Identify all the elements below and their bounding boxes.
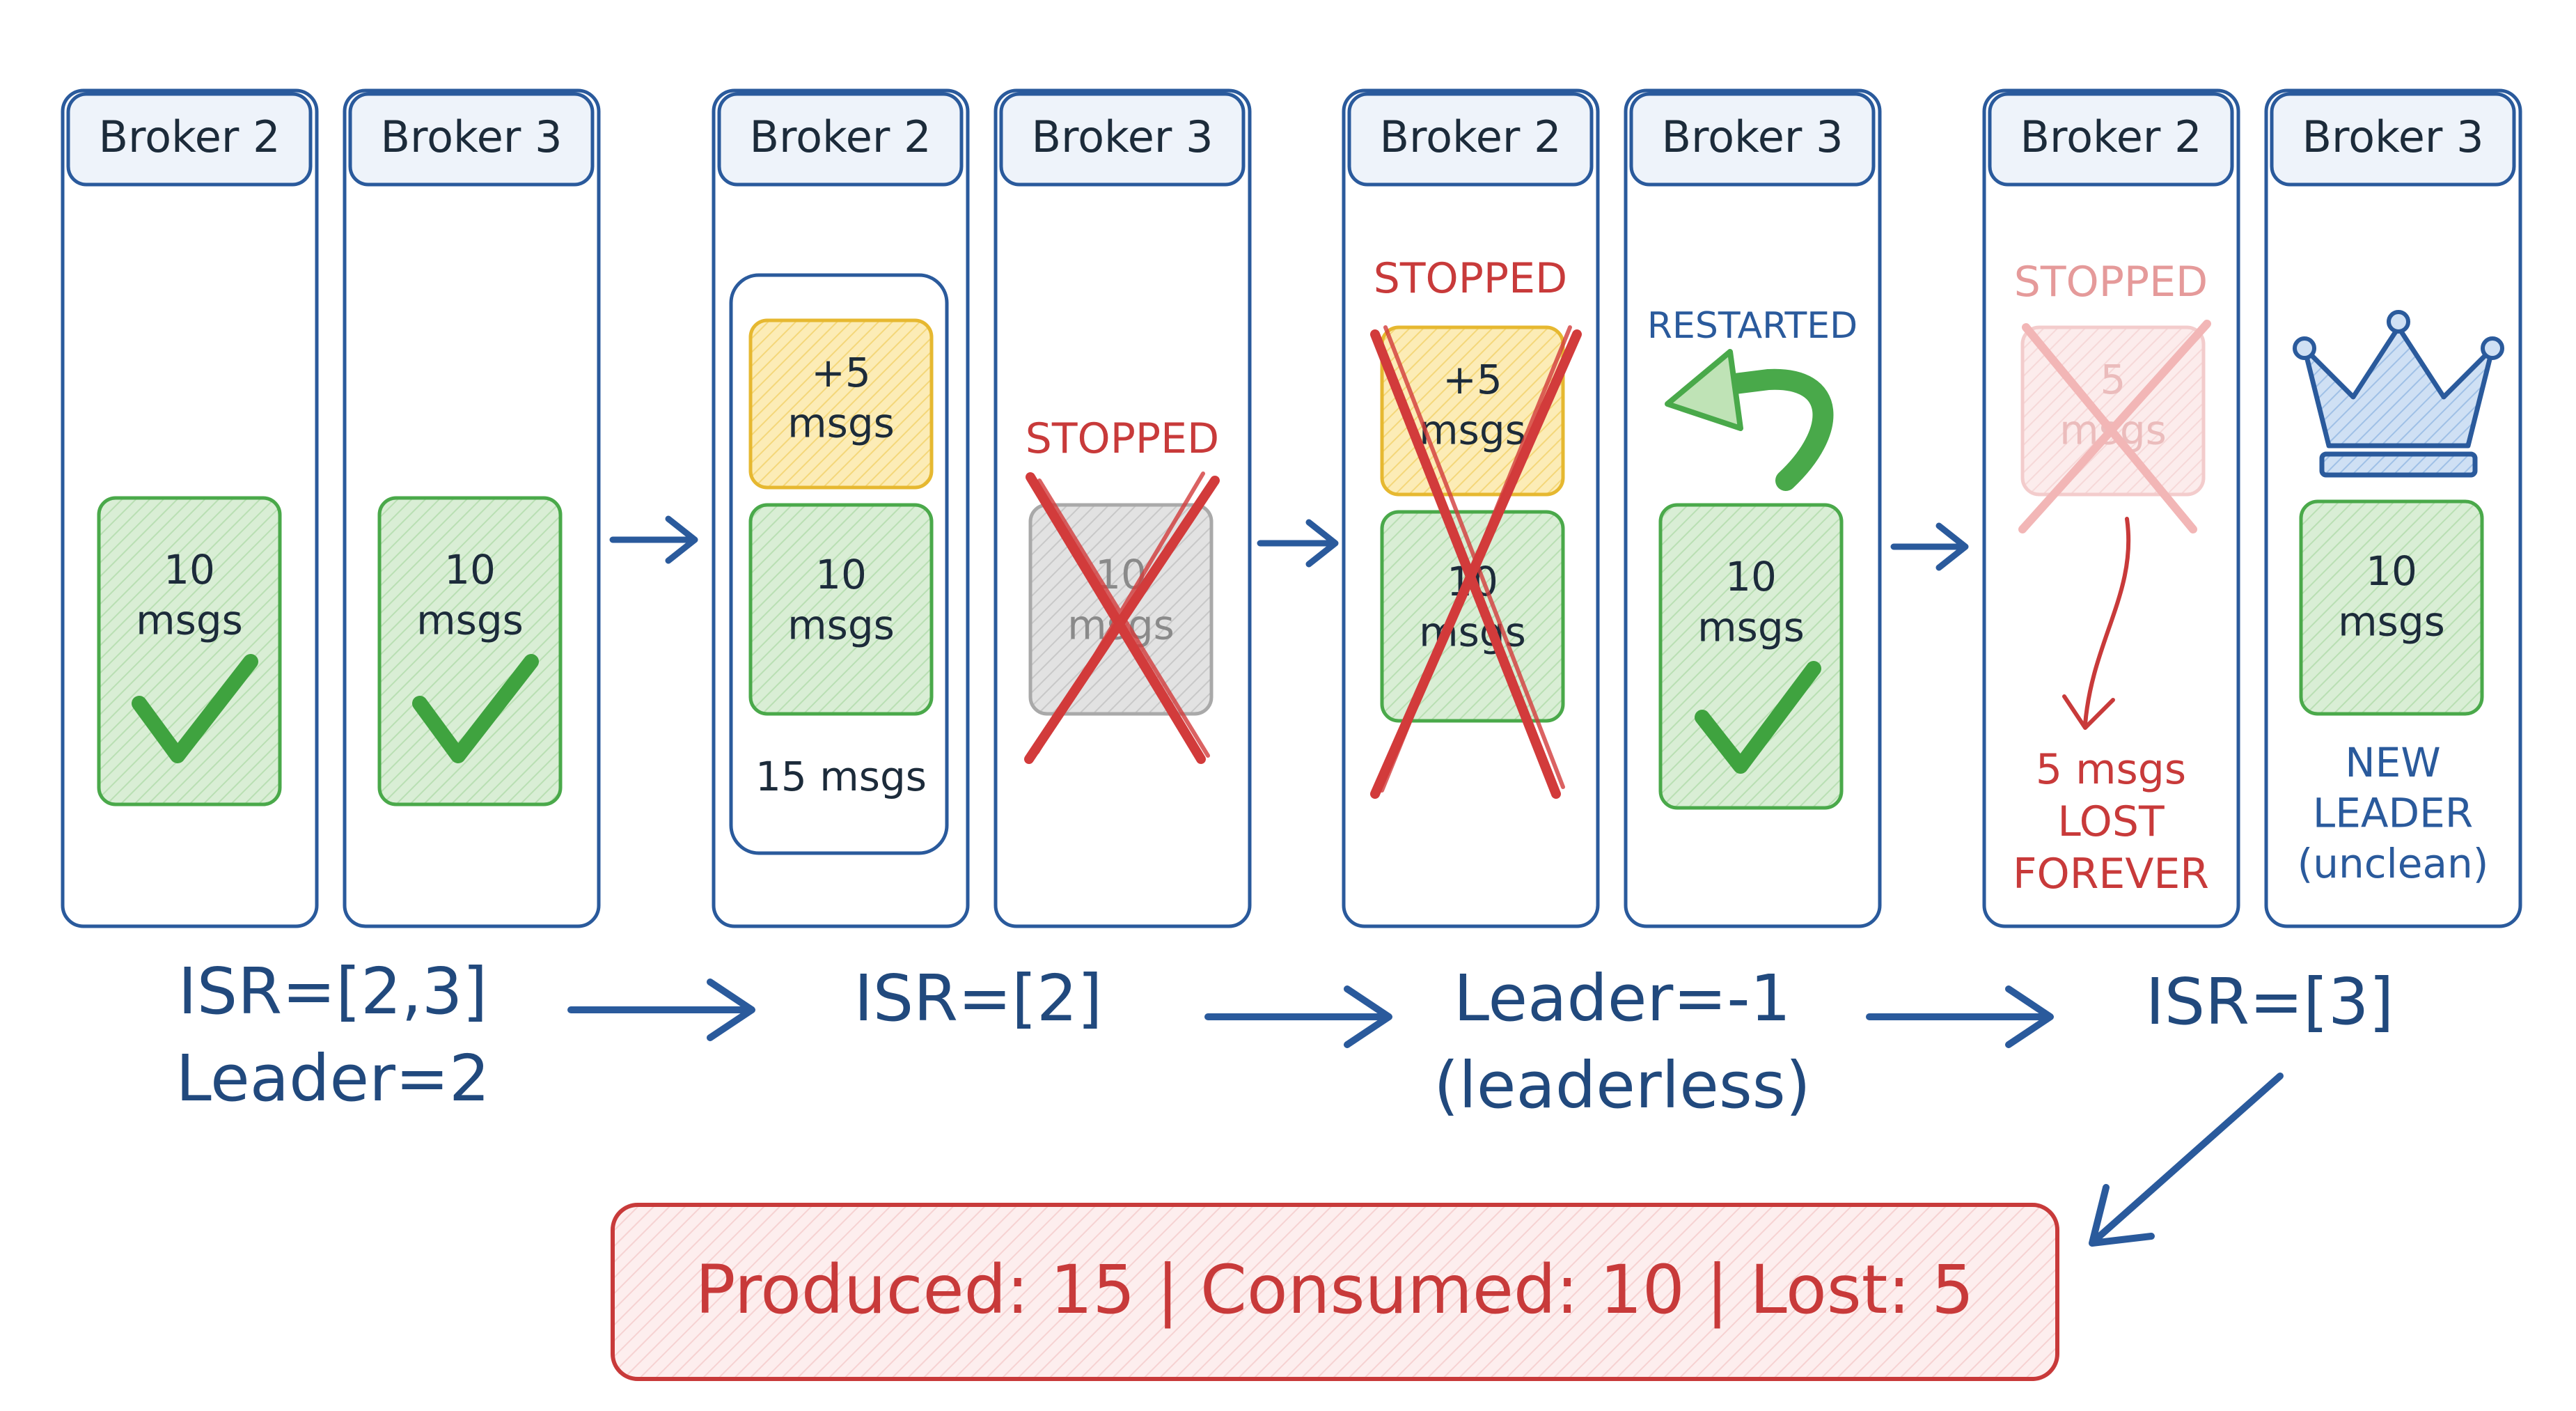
broker-header: Broker 3 [1661, 111, 1843, 162]
stage-caption: ISR=[2] [854, 961, 1103, 1036]
down-arrow-icon [2062, 517, 2131, 730]
broker-header: Broker 3 [2302, 111, 2483, 162]
stage-caption: Leader=-1 [1454, 961, 1791, 1036]
arrow-icon [567, 979, 755, 1041]
crown-icon [2293, 310, 2504, 478]
summary-box: Produced: 15 | Consumed: 10 | Lost: 5 [611, 1203, 2059, 1381]
text-line: msgs [416, 597, 524, 644]
broker-header: Broker 2 [98, 111, 280, 162]
captions: ISR=[2,3] Leader=2 ISR=[2] Leader=-1 (le… [175, 954, 2394, 1247]
summary-text: Produced: 15 | Consumed: 10 | Lost: 5 [696, 1251, 1974, 1330]
arrow-icon [1890, 522, 1969, 571]
status-label: STOPPED [1026, 414, 1219, 463]
arrow-icon [1257, 519, 1339, 568]
cross-icon [1024, 471, 1220, 764]
stage-caption: ISR=[2,3] [178, 954, 488, 1029]
text-line: LEADER [2313, 790, 2473, 837]
stage-caption: ISR=[3] [2146, 965, 2394, 1039]
status-label: STOPPED [2014, 258, 2208, 306]
check-icon [1695, 661, 1821, 774]
text-line: msgs [1419, 407, 1526, 454]
check-icon [132, 654, 258, 763]
broker-header: Broker 2 [1379, 111, 1561, 162]
text-line: (unclean) [2298, 840, 2489, 887]
cross-icon [1370, 325, 1582, 799]
restart-arrow-icon [1665, 349, 1834, 491]
broker-header: Broker 2 [749, 111, 931, 162]
text-line: msgs [1697, 604, 1805, 651]
arrow-icon [1866, 985, 2054, 1048]
text-line: FOREVER [2013, 850, 2209, 898]
text-line: msgs [787, 602, 895, 649]
check-icon [412, 654, 539, 763]
broker-header: Broker 3 [1031, 111, 1213, 162]
arrow-icon [1204, 985, 1392, 1048]
text-line: LOST [2057, 797, 2165, 846]
stage-caption: (leaderless) [1434, 1048, 1810, 1123]
total-count: 15 msgs [755, 753, 927, 800]
cross-icon [2018, 320, 2211, 533]
text-line: msgs [787, 400, 895, 447]
diagonal-arrow-icon [2089, 1073, 2284, 1247]
text-line: msgs [136, 597, 243, 644]
broker-header: Broker 3 [380, 111, 562, 162]
status-label: RESTARTED [1647, 305, 1858, 347]
text-line: msgs [2338, 598, 2445, 646]
arrow-icon [609, 515, 698, 564]
stage-caption: Leader=2 [175, 1041, 489, 1116]
broker-header: Broker 2 [2020, 111, 2201, 162]
status-label: STOPPED [1374, 254, 1567, 303]
